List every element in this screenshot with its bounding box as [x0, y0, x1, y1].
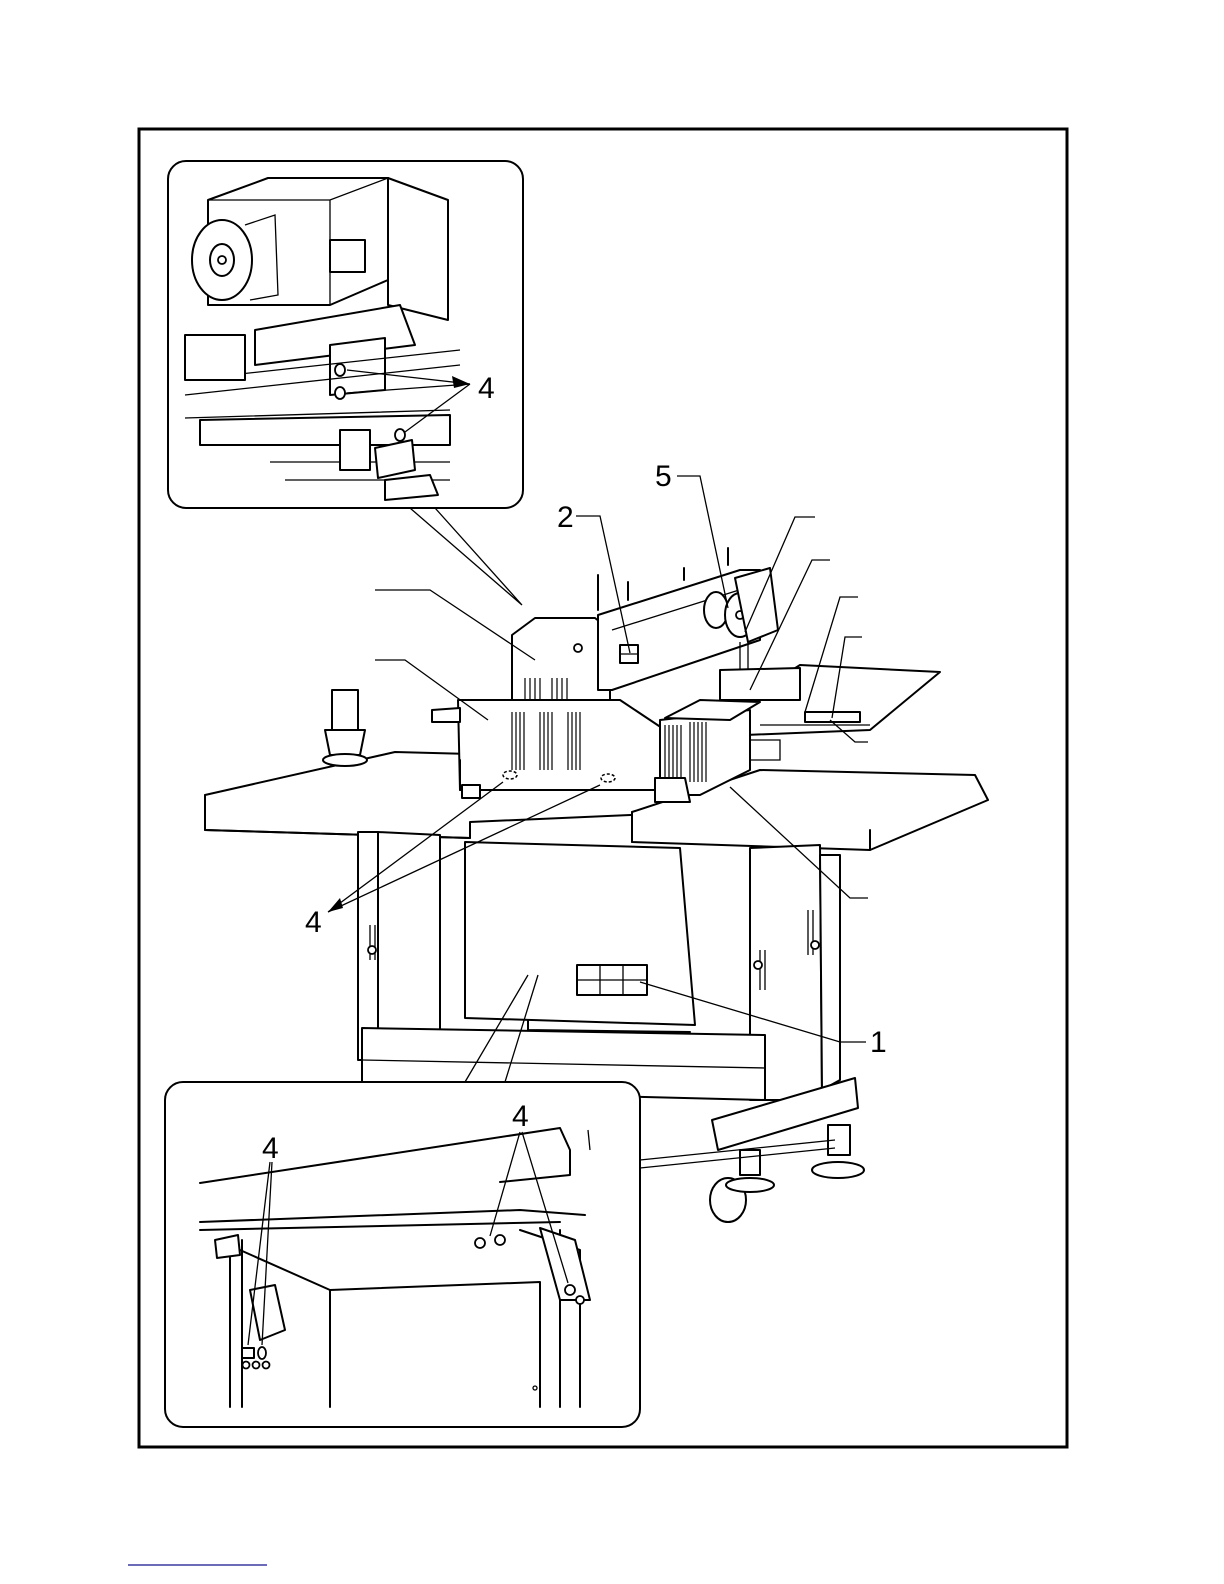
label-4-bottom-left: 4 — [262, 1132, 279, 1165]
machine-head-detail-icon: 4 — [168, 161, 523, 605]
label-2: 2 — [557, 501, 574, 534]
label-4-top: 4 — [478, 372, 495, 405]
label-4-bottom-right: 4 — [512, 1100, 529, 1133]
label-4: 4 — [305, 906, 322, 939]
label-5: 5 — [655, 460, 672, 493]
label-1: 1 — [870, 1026, 887, 1059]
